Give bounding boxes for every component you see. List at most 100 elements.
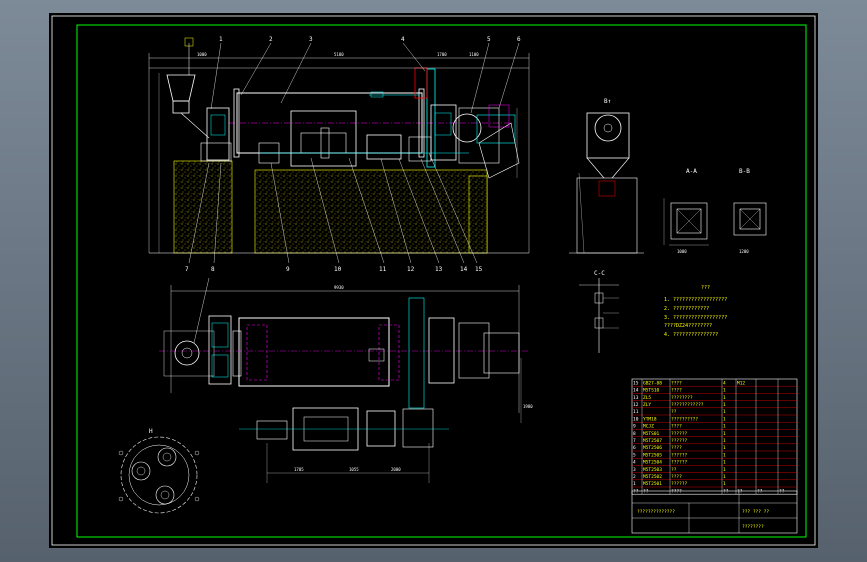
note-2: 2. ???????????? [664,306,709,312]
part-no-8: 8 [211,266,215,273]
plan-dim-3: 2000 [391,467,401,472]
parts-table-cell: 1 [723,402,726,408]
parts-table-cell: ?????? [671,481,688,487]
parts-table-cell: 1 [723,445,726,451]
part-no-2: 2 [269,36,273,43]
parts-table-cell: M5T2505 [643,452,662,458]
plan-dim-total: 9930 [334,285,344,290]
parts-table-cell: ???? [671,380,682,386]
parts-table-header-cell: ?? [633,488,639,494]
parts-table-header-cell: ?? [757,488,763,494]
plan-label: H [149,428,153,435]
parts-table-cell: 1 [723,467,726,473]
parts-table-cell: GB27-88 [643,380,662,386]
reducer [366,134,402,160]
parts-table-cell: ?????? [671,452,688,458]
parts-table-cell: 15 [633,380,639,386]
sec-dim-1: 1000 [677,249,687,254]
parts-table-cell: ?????????? [671,416,698,422]
parts-table-cell: 2 [633,474,636,480]
section-a-label: A-A [686,168,697,175]
notes-title: ??? [701,285,710,291]
bearing-feed-end [206,107,230,161]
parts-table-cell: M5T2502 [643,474,662,480]
parts-table-cell: MCJZ [643,424,654,430]
note-5: 4. ??????????????? [664,332,718,338]
parts-table-cell: 1 [723,409,726,415]
part-no-13: 13 [435,266,443,273]
parts-table-cell: M5T2506 [643,445,662,451]
parts-table-cell: M5T2501 [643,481,662,487]
section-b-arrow: B↑ [604,98,611,105]
parts-table-cell: 1 [723,438,726,444]
parts-table-cell: ???????????? [671,402,704,408]
part-no-9: 9 [286,266,290,273]
plan-view: 9930 [159,277,533,483]
parts-table-header-cell: ?? [723,488,729,494]
parts-table-cell: YTM18 [643,416,657,422]
parts-table-cell: 1 [723,395,726,401]
sec-dim-2: 1200 [739,249,749,254]
title-block: ?????????????? ??? ??? ?? ???????? [631,490,798,534]
parts-table-header-cell: ?? [643,488,649,494]
dim-1: 1000 [197,52,207,57]
parts-table-cell: ?? [671,409,677,415]
section-details: A-A 1000 B-B 1200 C-C [579,168,767,353]
note-4: ????DZ24???????? [664,323,712,329]
parts-table-cell: 4 [723,380,726,386]
foundation-block-1 [173,160,233,254]
dim-3: 1100 [469,52,479,57]
title-block-name: ?????????????? [637,509,675,515]
parts-table-cell: M5T2507 [643,438,662,444]
parts-table-cell: 6 [633,445,636,451]
part-no-11: 11 [379,266,387,273]
plan-mill-cylinder [238,317,390,387]
part-no-15: 15 [475,266,483,273]
parts-table-cell: ???? [671,424,682,430]
cad-drawing: 5180 1000 1700 1100 1 2 3 4 5 6 [51,15,816,546]
discharge-trommel [452,113,482,143]
parts-table-cell: 3 [633,467,636,473]
parts-table-header-cell: ?? [779,488,785,494]
elevation-view: 5180 1000 1700 1100 1 2 3 4 5 6 [148,36,530,273]
title-block-company: ???????? [742,524,764,530]
discharge-plate-detail: H [118,428,200,514]
parts-table-cell: 1 [723,388,726,394]
drawing-sheet[interactable]: 5180 1000 1700 1100 1 2 3 4 5 6 [49,13,818,548]
part-no-4: 4 [401,36,405,43]
part-no-1: 1 [219,36,223,43]
part-no-10: 10 [334,266,342,273]
parts-table-cell: ZLY [643,402,651,408]
parts-table-cell: M5T2504 [643,460,662,466]
parts-table-cell: 4 [633,460,636,466]
foundation-block-3 [468,175,488,254]
parts-table-cell: ZL5 [643,395,651,401]
outer-border [51,15,816,546]
part-no-7: 7 [185,266,189,273]
side-view-b: B↑ [569,98,644,254]
parts-table-cell: 1 [723,481,726,487]
plan-dim-4: 1980 [523,404,533,409]
parts-table-cell: 5 [633,452,636,458]
title-block-drawing-no: ??? ??? ?? [742,509,769,515]
parts-table-cell: ???? [671,474,682,480]
technical-notes: ??? 1. ?????????????????? 2. ???????????… [664,285,727,338]
flange-left [233,88,240,158]
note-1: 1. ?????????????????? [664,297,727,303]
part-no-3: 3 [309,36,313,43]
section-b-label: B-B [739,168,750,175]
parts-table-cell: 11 [633,409,639,415]
parts-table-header-cell: ???? [671,488,682,494]
part-no-5: 5 [487,36,491,43]
feed-hopper [166,74,196,102]
parts-table-cell: 8 [633,431,636,437]
part-no-12: 12 [407,266,415,273]
parts-table-cell: 1 [723,452,726,458]
parts-table-cell: ?????? [671,438,688,444]
parts-table-cell: 7 [633,438,636,444]
parts-table-cell: ???? [671,388,682,394]
note-3: 3. ?????????????????? [664,315,727,321]
plan-dim-1: 1705 [294,467,304,472]
